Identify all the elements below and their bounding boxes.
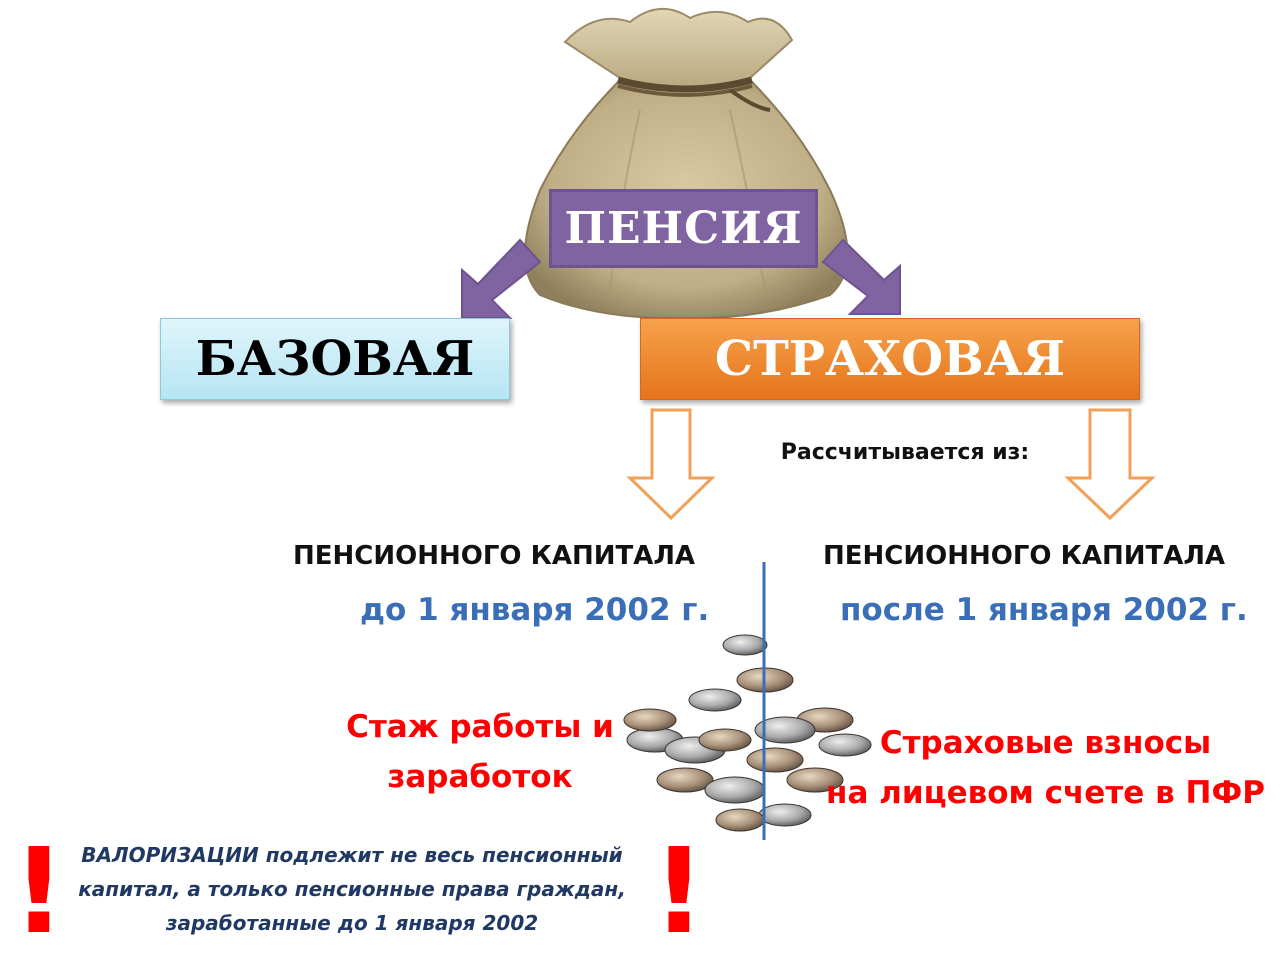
base-pension-box: БАЗОВАЯ: [160, 318, 510, 400]
left-date: до 1 января 2002 г.: [360, 592, 710, 628]
base-pension-label: БАЗОВАЯ: [195, 331, 475, 387]
right-capital-heading: ПЕНСИОННОГО КАПИТАЛА: [823, 541, 1226, 571]
valorization-note: ВАЛОРИЗАЦИИ подлежит не весь пенсионный …: [52, 838, 652, 940]
exclamation-right-icon: !: [652, 822, 706, 960]
note-line1: ВАЛОРИЗАЦИИ подлежит не весь пенсионный: [81, 843, 623, 867]
exclamation-left-icon: !: [12, 822, 66, 960]
insurance-pension-box: СТРАХОВАЯ: [640, 318, 1140, 400]
calculated-from-label: Рассчитывается из:: [780, 440, 1030, 465]
insurance-pension-label: СТРАХОВАЯ: [714, 331, 1066, 387]
down-arrow-right: [1064, 408, 1156, 521]
right-factor-line1: Страховые взносы: [879, 725, 1212, 761]
coin-stack-icon: [623, 634, 872, 832]
left-factor-line1: Стаж работы и: [346, 709, 614, 745]
left-factor: Стаж работы и заработок: [330, 702, 630, 802]
left-factor-line2: заработок: [387, 759, 573, 795]
down-arrow-left: [626, 408, 716, 521]
right-factor-line2: на лицевом счете в ПФР: [826, 775, 1265, 811]
pension-root-label: ПЕНСИЯ: [564, 203, 803, 254]
right-date: после 1 января 2002 г.: [840, 592, 1248, 628]
right-factor: Страховые взносы на лицевом счете в ПФР: [818, 718, 1273, 818]
note-line3: заработанные до 1 января 2002: [165, 911, 539, 935]
arrow-to-insurance: [821, 238, 901, 315]
note-line2: капитал, а только пенсионные права гражд…: [78, 877, 626, 901]
pension-root-box: ПЕНСИЯ: [549, 189, 818, 268]
left-capital-heading: ПЕНСИОННОГО КАПИТАЛА: [293, 541, 696, 571]
